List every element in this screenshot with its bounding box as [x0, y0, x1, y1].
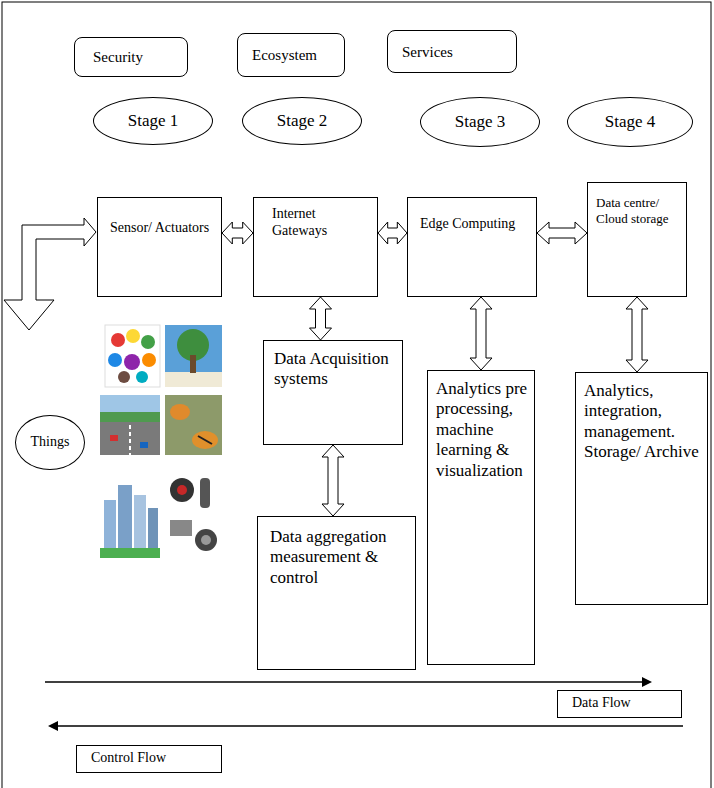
arrow-head — [48, 721, 58, 731]
stage-ellipse: Stage 2 — [242, 97, 362, 145]
node-text: Stage 3 — [455, 112, 506, 132]
process-box: Analytics, integration, management. Stor… — [575, 372, 708, 605]
flow-label-box: Data Flow — [557, 690, 682, 718]
double-arrow — [322, 445, 344, 516]
node-text: Services — [402, 43, 453, 61]
node-text: Edge Computing — [420, 216, 530, 233]
process-box: Data aggregation measurement & control — [257, 516, 416, 670]
double-arrow — [626, 297, 648, 372]
group-tag: Ecosystem — [237, 33, 345, 77]
double-arrow — [378, 222, 407, 244]
stage-ellipse: Stage 4 — [567, 97, 693, 147]
double-arrow — [537, 222, 587, 244]
node-text: Stage 1 — [128, 111, 179, 131]
node-text: Ecosystem — [252, 46, 317, 64]
node-text: Data Flow — [572, 695, 675, 712]
arrow-head — [642, 677, 652, 687]
data-flow-arrow — [45, 681, 644, 683]
hollow-arrow — [4, 218, 96, 330]
double-arrow — [310, 297, 332, 340]
double-arrow — [222, 222, 253, 244]
node-text: Data Acquisition systems — [274, 349, 396, 390]
double-arrow — [470, 297, 492, 370]
node-text: Analytics, integration, management. Stor… — [584, 381, 701, 463]
flow-label-box: Control Flow — [76, 745, 222, 773]
node-text: Data centre/ Cloud storage — [596, 195, 680, 226]
group-tag: Services — [387, 30, 517, 73]
process-box: Data centre/ Cloud storage — [587, 182, 687, 297]
stage-ellipse: Stage 1 — [93, 97, 213, 145]
node-text: Analytics pre processing, machine learni… — [436, 379, 528, 481]
node-text: Stage 2 — [277, 111, 328, 131]
stage-ellipse: Stage 3 — [420, 97, 540, 147]
control-flow-arrow — [56, 725, 683, 727]
node-text: Sensor/ Actuators — [110, 220, 215, 237]
node-text: Security — [93, 48, 143, 66]
node-text: Data aggregation measurement & control — [270, 527, 409, 588]
process-box: Edge Computing — [407, 197, 537, 297]
process-box: Analytics pre processing, machine learni… — [427, 370, 535, 665]
group-tag: Security — [74, 37, 188, 77]
things-ellipse: Things — [15, 415, 85, 470]
process-box: Data Acquisition systems — [263, 340, 403, 445]
process-box: Sensor/ Actuators — [97, 197, 222, 297]
node-text: Internet Gateways — [272, 206, 369, 240]
node-text: Control Flow — [91, 750, 215, 767]
things-pictures — [100, 325, 222, 558]
node-text: Things — [31, 434, 70, 451]
process-box: Internet Gateways — [253, 197, 378, 297]
node-text: Stage 4 — [605, 112, 656, 132]
